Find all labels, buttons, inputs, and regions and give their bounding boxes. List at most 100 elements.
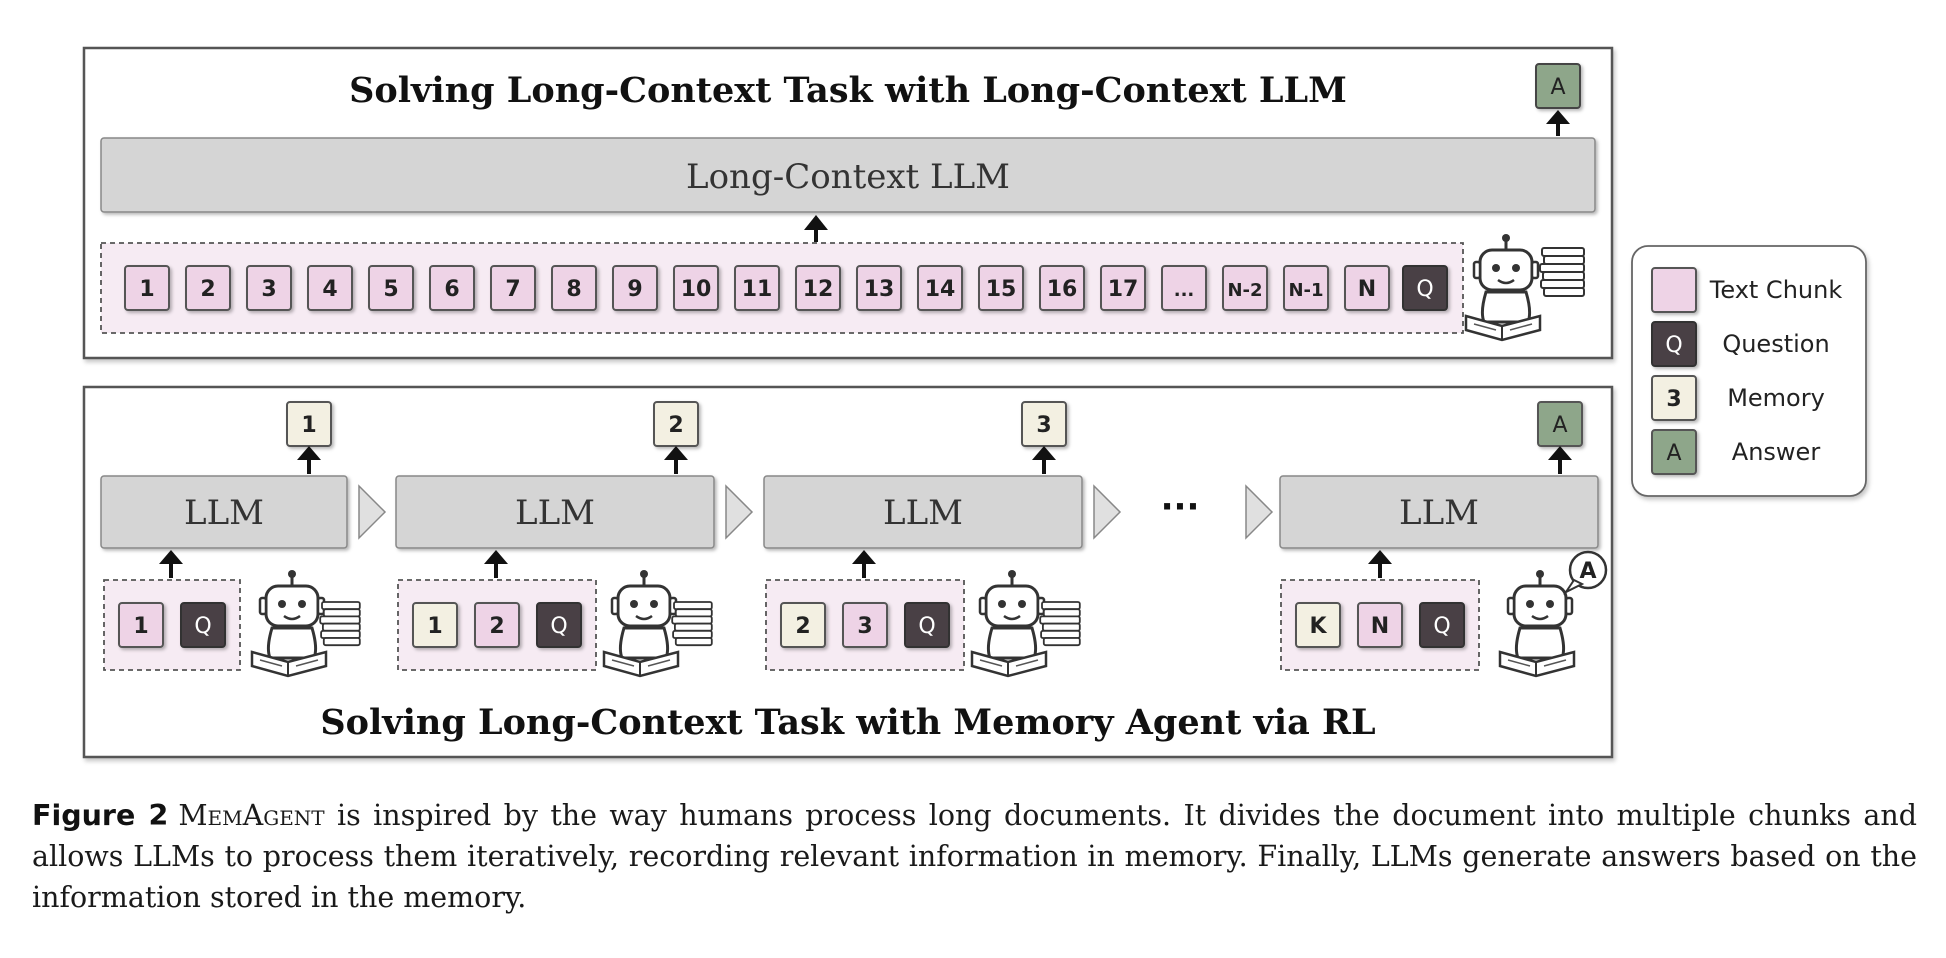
step-3-input-1-shape: [780, 602, 826, 648]
step-3-input-3: Q: [904, 602, 950, 648]
chunk-box-12-shape: [795, 265, 841, 311]
step-1-input-2-shape: [180, 602, 226, 648]
step-4-input-2-shape: [1357, 602, 1403, 648]
figure-label: Figure 2: [32, 799, 169, 832]
legend-item-chunk: Text Chunk: [1651, 267, 1843, 313]
top-answer-arrow: [1546, 110, 1570, 136]
chunk-box-5-shape: [368, 265, 414, 311]
chunk-box-20-shape: [1283, 265, 1329, 311]
top-answer-label: A: [1550, 75, 1565, 100]
chunk-box-13-shape: [856, 265, 902, 311]
top-question-box: [1402, 265, 1448, 311]
chunk-box-16-shape: [1039, 265, 1085, 311]
chunk-box-9-shape: [612, 265, 658, 311]
step-4-input-1-shape: [1295, 602, 1341, 648]
chunk-box-11-label: 11: [742, 277, 773, 302]
llm-box-3: [763, 475, 1083, 549]
step-3-input-1: 2: [780, 602, 826, 648]
book-stack-icon-1: [319, 601, 361, 647]
legend-label-chunk: Text Chunk: [1709, 276, 1843, 304]
chunk-box-17: 17: [1100, 265, 1146, 311]
step-1-input-2: Q: [180, 602, 226, 648]
top-question-label: Q: [1416, 277, 1433, 302]
step-1-input-arrow: [159, 550, 183, 578]
legend-swatch-question-label: Q: [1665, 333, 1682, 358]
step-2-input-2-label: 2: [489, 614, 504, 639]
legend-swatch-memory: 3: [1651, 375, 1697, 421]
chunk-box-4-shape: [307, 265, 353, 311]
legend-swatch-memory-label: 3: [1666, 387, 1681, 412]
chunk-box-17-shape: [1100, 265, 1146, 311]
step-4-input-3-shape: [1419, 602, 1465, 648]
chunk-box-6: 6: [429, 265, 475, 311]
book-stack-icon-3: [1039, 601, 1081, 647]
step-2-input-2: 2: [474, 602, 520, 648]
step-3-output-arrow: [1032, 446, 1056, 474]
chunk-box-1: 1: [124, 265, 170, 311]
step-connector-2: [725, 484, 754, 540]
long-context-llm-box: [100, 137, 1596, 213]
chunk-box-17-label: 17: [1108, 277, 1139, 302]
step-2-output-label: 2: [668, 413, 683, 438]
chunk-box-18-label: ...: [1174, 280, 1195, 301]
chunk-box-15: 15: [978, 265, 1024, 311]
step-4-output: A: [1537, 401, 1583, 447]
llm-label-1: LLM: [184, 493, 264, 533]
chunks-to-llm-arrow: [804, 215, 828, 242]
chunk-box-7-shape: [490, 265, 536, 311]
legend-swatch-memory-shape: [1651, 375, 1697, 421]
chunk-box-2-shape: [185, 265, 231, 311]
chunk-box-2-label: 2: [200, 277, 215, 302]
chunk-box-18-shape: [1161, 265, 1207, 311]
step-2-output: 2: [653, 401, 699, 447]
chunk-box-8: 8: [551, 265, 597, 311]
legend-swatch-question: Q: [1651, 321, 1697, 367]
method-name: MemAgent: [178, 799, 325, 832]
step-3-input-3-label: Q: [918, 614, 935, 639]
chunk-box-15-label: 15: [986, 277, 1017, 302]
speech-bubble-icon: A: [1563, 550, 1608, 595]
chunk-box-10: 10: [673, 265, 719, 311]
step-2-input-2-shape: [474, 602, 520, 648]
bottom-panel-title: Solving Long-Context Task with Memory Ag…: [320, 702, 1375, 743]
chunk-box-19: N-2: [1222, 265, 1268, 311]
step-3-input-1-label: 2: [795, 614, 810, 639]
chunk-box-3-label: 3: [261, 277, 276, 302]
chunk-box-18: ...: [1161, 265, 1207, 311]
step-4-input-2-label: N: [1371, 614, 1389, 639]
step-1-input-1-label: 1: [133, 614, 148, 639]
step-2-input-1-shape: [412, 602, 458, 648]
step-1-output-label: 1: [301, 413, 316, 438]
chunk-box-7-label: 7: [505, 277, 520, 302]
chunk-box-21-shape: [1344, 265, 1390, 311]
chunk-box-21: N: [1344, 265, 1390, 311]
chunk-box-3: 3: [246, 265, 292, 311]
robot-reading-icon-4: A: [1498, 550, 1608, 678]
book-stack-icon-2: [671, 601, 713, 647]
step-connector-4: [1245, 484, 1274, 540]
chunk-box-14-shape: [917, 265, 963, 311]
step-3-output: 3: [1021, 401, 1067, 447]
step-4-input-arrow: [1368, 550, 1392, 578]
chunk-box-15-shape: [978, 265, 1024, 311]
step-2-input-3-label: Q: [550, 614, 567, 639]
chunk-box-6-label: 6: [444, 277, 459, 302]
step-4-output-arrow: [1548, 446, 1572, 474]
step-2-input-1: 1: [412, 602, 458, 648]
caption-text: is inspired by the way humans process lo…: [32, 799, 1917, 914]
chunk-box-8-label: 8: [566, 277, 581, 302]
llm-label-3: LLM: [883, 493, 963, 533]
step-4-input-3: Q: [1419, 602, 1465, 648]
legend-swatch-answer-shape: [1651, 429, 1697, 475]
legend-label-question: Question: [1722, 330, 1829, 358]
legend-swatch-question-shape: [1651, 321, 1697, 367]
step-1-input-2-label: Q: [194, 614, 211, 639]
chunk-box-10-shape: [673, 265, 719, 311]
